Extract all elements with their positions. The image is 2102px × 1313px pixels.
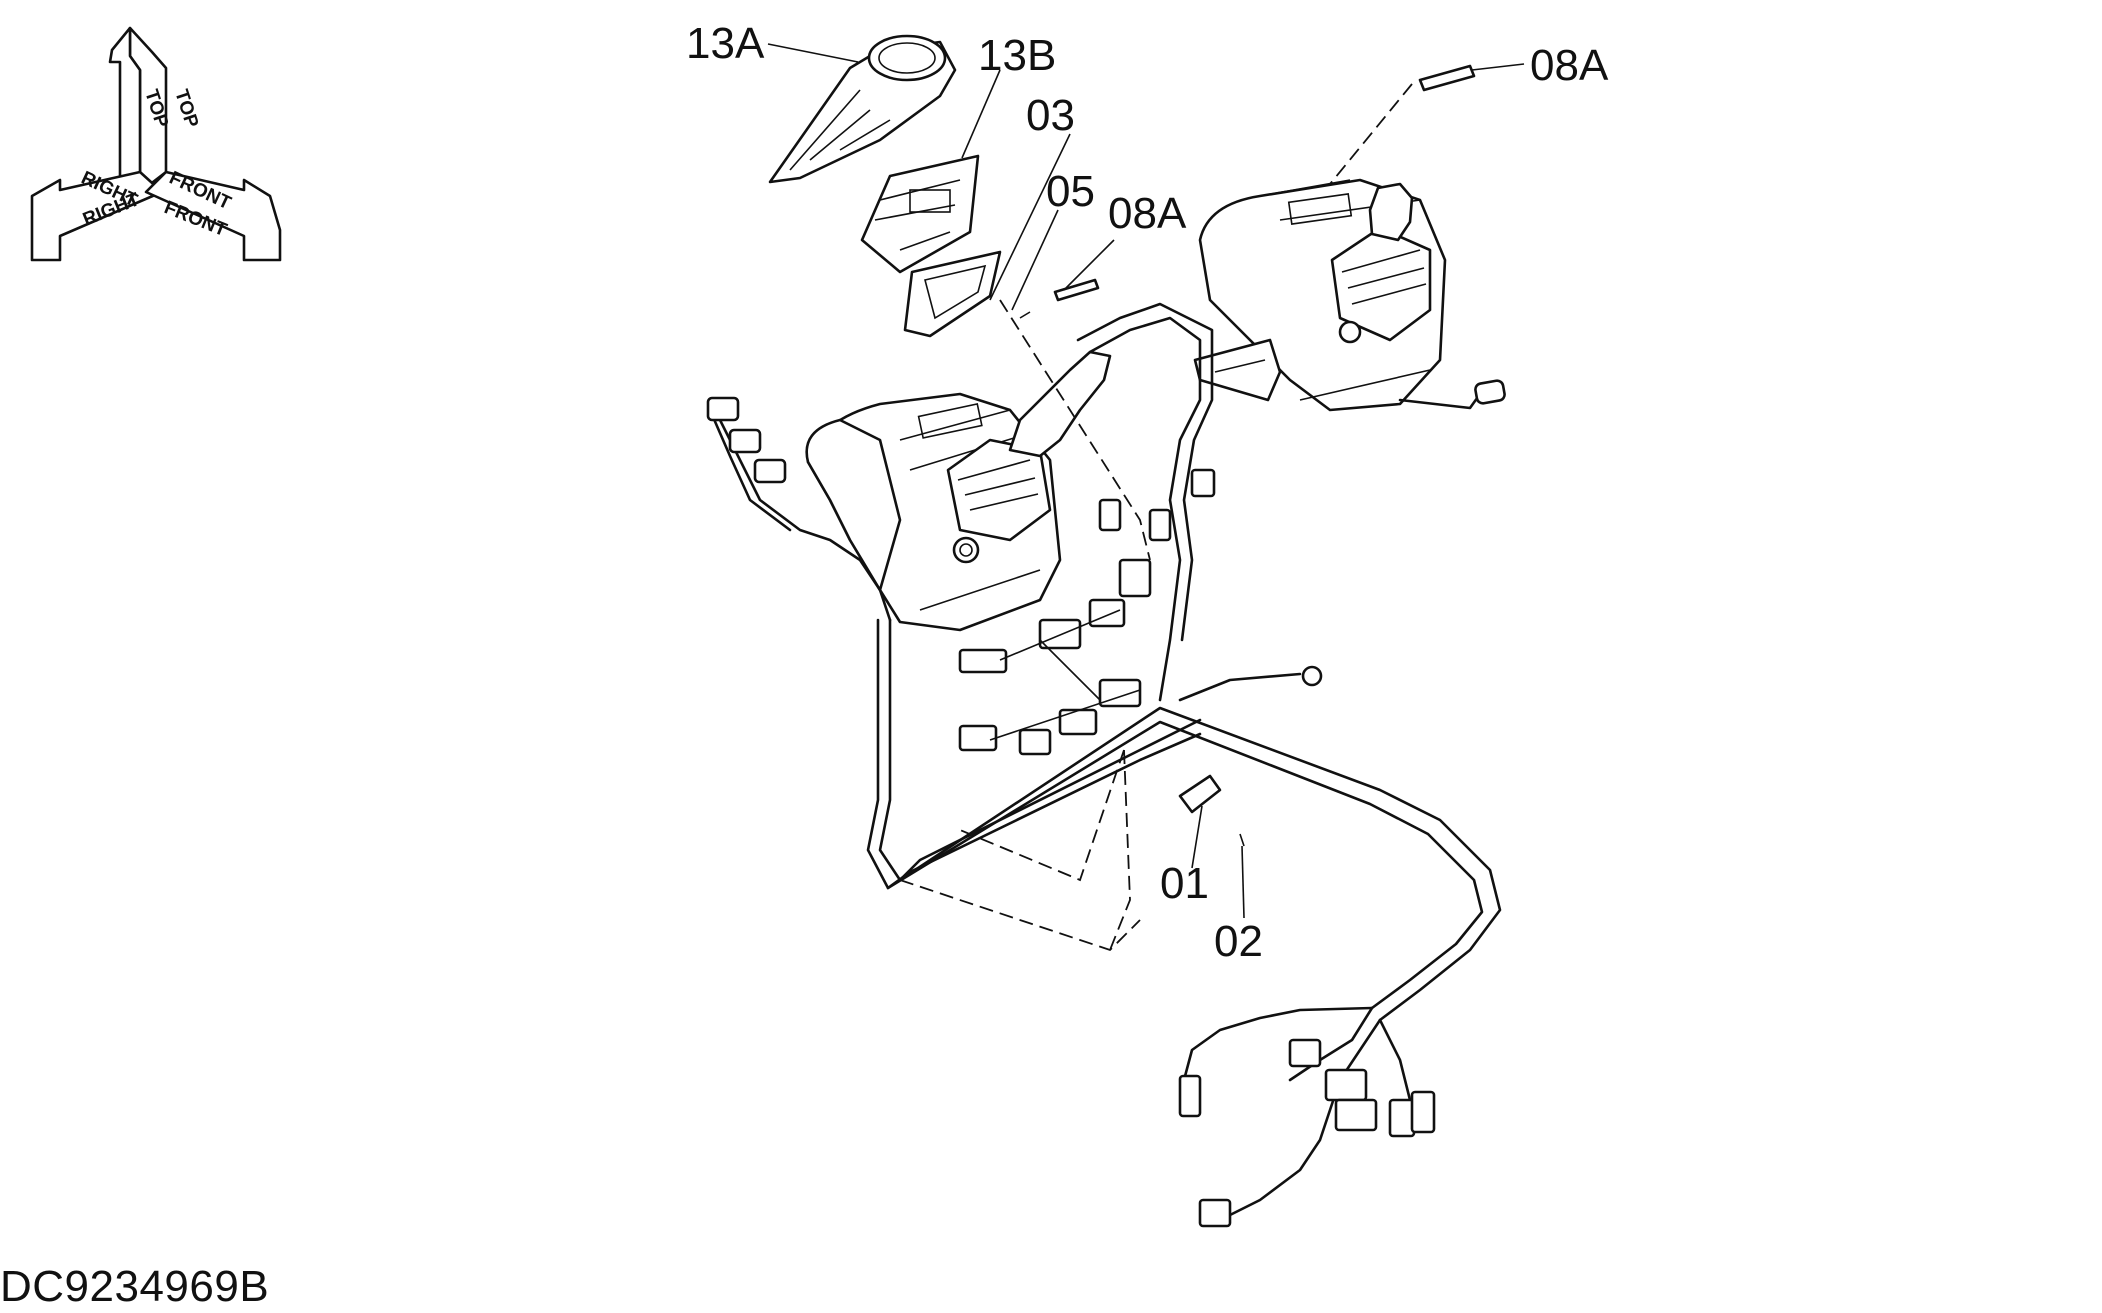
callout-13a: 13A bbox=[686, 19, 765, 68]
part-02-screw bbox=[1239, 833, 1245, 847]
orientation-top-label-mirror: TOP bbox=[170, 87, 202, 131]
callout-05: 05 bbox=[1046, 167, 1095, 216]
drawing-code: DC9234969B bbox=[0, 1262, 270, 1311]
callout-08a-top: 08A bbox=[1530, 41, 1609, 90]
wire-harness bbox=[706, 302, 1502, 1228]
callout-02: 02 bbox=[1214, 917, 1263, 966]
callout-labels: 13A 13B 03 05 08A 08A 01 02 bbox=[686, 19, 1609, 966]
callout-01: 01 bbox=[1160, 859, 1209, 908]
left-control-box bbox=[805, 350, 1112, 632]
callout-08a-mid: 08A bbox=[1108, 189, 1187, 238]
orientation-indicator: TOP TOP RIGHT RIGHT FRONT FRONT bbox=[30, 26, 282, 262]
part-03-gasket-plate bbox=[903, 250, 1002, 338]
part-08a-label-strips bbox=[1019, 64, 1476, 319]
part-01-connector bbox=[1178, 774, 1222, 814]
lower-connector-bundle bbox=[1178, 1038, 1436, 1228]
callout-13b: 13B bbox=[978, 31, 1056, 80]
leader-lines bbox=[767, 43, 1525, 919]
right-control-box bbox=[1193, 178, 1506, 412]
center-connector-cluster bbox=[958, 498, 1172, 756]
part-13a-boot-cover bbox=[768, 34, 957, 184]
part-13b-panel bbox=[860, 154, 980, 274]
callout-03: 03 bbox=[1026, 91, 1075, 140]
